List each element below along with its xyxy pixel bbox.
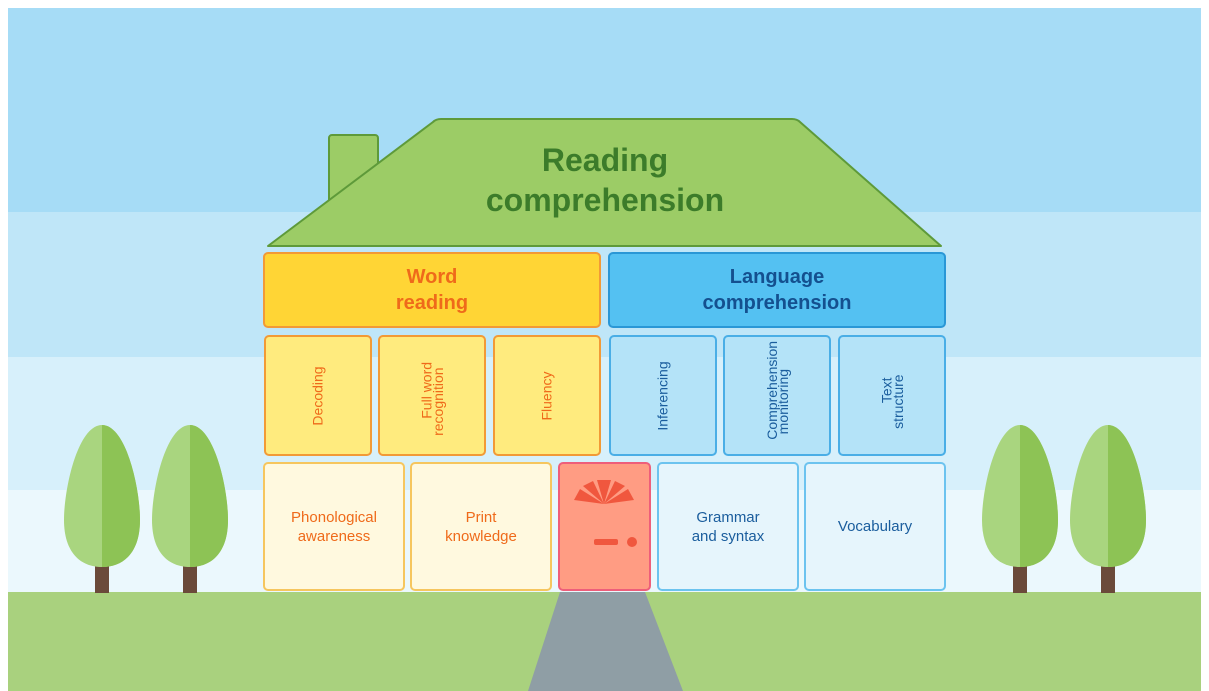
skill-text-structure: Text structure	[838, 335, 946, 456]
skill-inferencing: Inferencing	[609, 335, 717, 456]
door	[558, 462, 651, 591]
roof-title: Reading comprehension	[430, 140, 780, 220]
roof-title-line: Reading	[541, 142, 669, 178]
foundation-vocabulary: Vocabulary	[804, 462, 946, 591]
header-line: comprehension	[702, 292, 852, 314]
foundation-label: and syntax	[691, 527, 765, 545]
header-line: reading	[395, 292, 469, 314]
skill-label: recognition	[429, 366, 446, 436]
skill-label: Inferencing	[655, 360, 671, 431]
skill-fluency: Fluency	[493, 335, 601, 456]
foundation-grammar-and-syntax: Grammar and syntax	[657, 462, 799, 591]
skill-comprehension-monitoring: Comprehension monitoring	[723, 335, 831, 456]
tree	[1070, 425, 1146, 593]
foundation-label: Print	[465, 508, 497, 526]
skill-label: structure	[889, 373, 906, 429]
tree	[152, 425, 228, 593]
foundation-phonological-awareness: Phonological awareness	[263, 462, 405, 591]
header-line: Word	[406, 266, 458, 288]
language-comprehension-header: Language comprehension	[608, 252, 946, 328]
skill-full-word-recognition: Full word recognition	[378, 335, 486, 456]
skill-label: Decoding	[310, 365, 326, 426]
skill-decoding: Decoding	[264, 335, 372, 456]
word-reading-header: Word reading	[263, 252, 601, 328]
roof-title-line: comprehension	[485, 182, 725, 218]
tree	[64, 425, 140, 593]
tree	[982, 425, 1058, 593]
header-line: Language	[729, 266, 825, 288]
skill-label: monitoring	[774, 368, 791, 434]
foundation-label: Grammar	[696, 508, 760, 526]
door-window-icon	[574, 480, 637, 547]
foundation-label: Phonological	[291, 508, 377, 526]
footpath	[528, 592, 683, 691]
foundation-label: knowledge	[445, 527, 517, 545]
roof	[267, 118, 942, 247]
foundation-label: awareness	[297, 527, 371, 545]
foundation-label: Vocabulary	[837, 518, 913, 535]
skill-label: Fluency	[539, 370, 555, 421]
foundation-print-knowledge: Print knowledge	[410, 462, 552, 591]
